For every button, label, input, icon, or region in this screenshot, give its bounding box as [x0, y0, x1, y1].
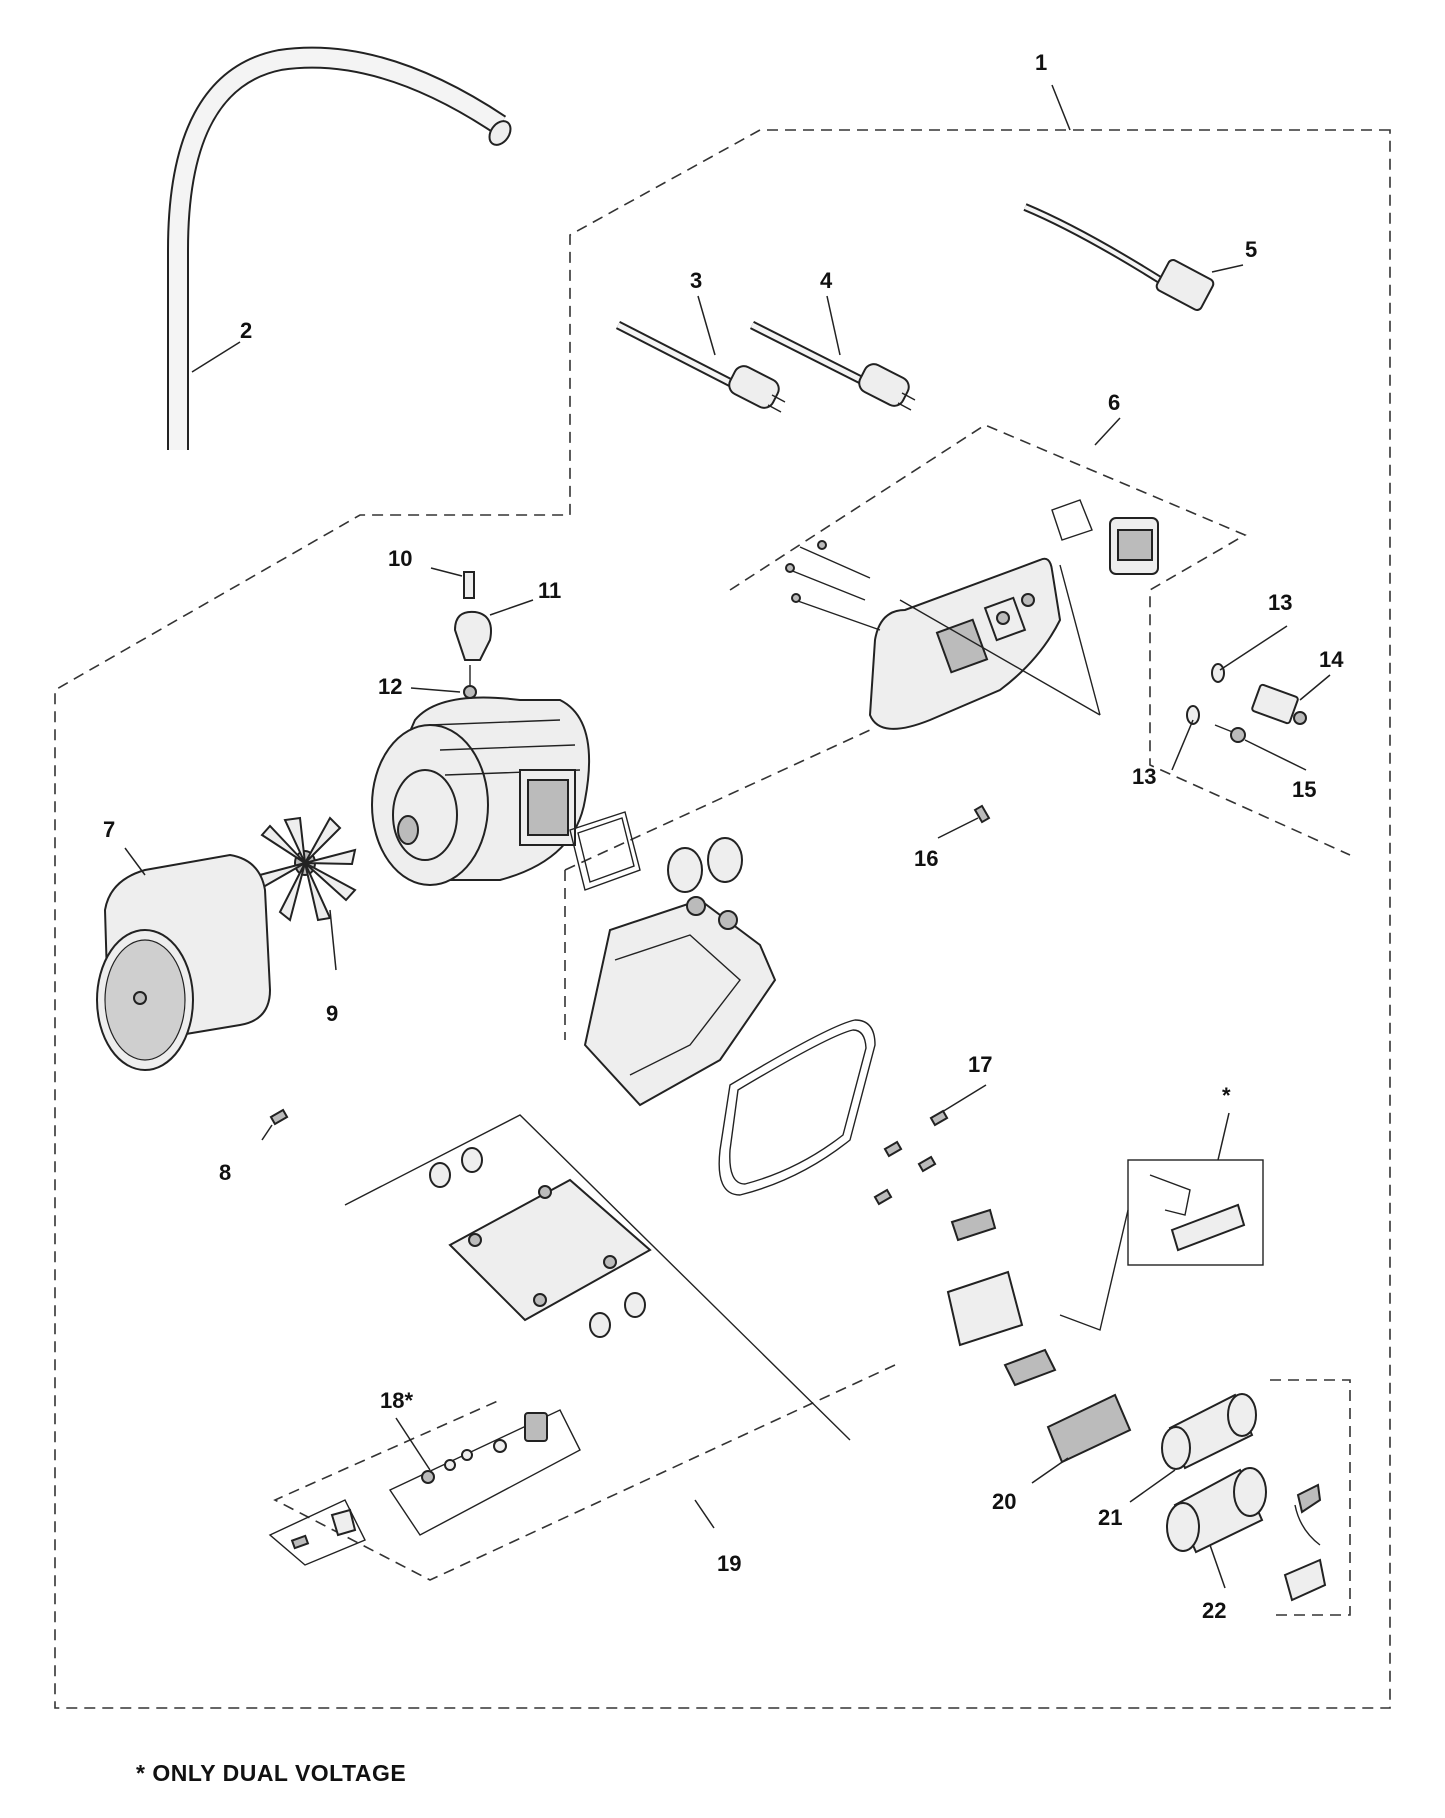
circuit-breaker-part-14	[1251, 683, 1307, 725]
callout-21: 21	[1098, 1505, 1122, 1530]
callout-15: 15	[1292, 777, 1316, 802]
power-cord-part-3	[615, 320, 786, 413]
group-6-boundary	[729, 424, 1351, 856]
fan-cover-part-7	[96, 853, 272, 1071]
callout-10: 10	[388, 546, 412, 571]
callout-9: 9	[326, 1001, 338, 1026]
callout-3: 3	[690, 268, 702, 293]
callout-11: 11	[538, 578, 561, 603]
callout-4: 4	[820, 268, 833, 293]
screw-part-16	[973, 804, 991, 824]
callout-16: 16	[914, 846, 938, 871]
cable-glands	[667, 837, 743, 893]
callout-20: 20	[992, 1489, 1016, 1514]
power-cord-part-4	[749, 320, 916, 411]
terminal-box	[583, 896, 777, 1107]
nut-part-12	[463, 685, 477, 699]
callout-13-upper: 13	[1268, 590, 1292, 615]
callout-7: 7	[103, 817, 115, 842]
gasket-large	[718, 1019, 876, 1196]
callout-2: 2	[240, 318, 252, 343]
switch-box-screws	[785, 540, 827, 603]
callout-8: 8	[219, 1160, 231, 1185]
callout-22: 22	[1202, 1598, 1226, 1623]
cord-connector-part-5	[1023, 203, 1215, 311]
leader-lines	[124, 84, 1331, 1589]
callout-1: 1	[1035, 50, 1047, 75]
capacitor-part-20	[1046, 1393, 1132, 1464]
hose-part-2	[167, 46, 512, 450]
terminal-pieces	[946, 1208, 1057, 1387]
cord-clamp-part-11	[453, 610, 492, 690]
footnote-dual-voltage: * ONLY DUAL VOLTAGE	[136, 1760, 407, 1786]
group-caps-boundary	[1270, 1379, 1351, 1616]
callout-14: 14	[1319, 647, 1344, 672]
callout-18: 18*	[380, 1388, 413, 1413]
switch-box-part-6	[789, 499, 1159, 730]
capacitor-clips	[1283, 1483, 1327, 1602]
capacitor-part-22	[1166, 1467, 1267, 1554]
callout-6: 6	[1108, 390, 1120, 415]
callout-19: 19	[717, 1551, 741, 1576]
bolt-part-10	[463, 571, 475, 599]
cooling-fan-part-9	[254, 816, 357, 922]
callout-13-lower: 13	[1132, 764, 1156, 789]
reset-button-part-15	[1214, 724, 1246, 743]
capacitor-part-21	[1161, 1393, 1257, 1470]
gasket-small	[569, 811, 641, 891]
switch-kit-part-18	[268, 1409, 581, 1566]
screws-part-17	[873, 1109, 949, 1206]
callout-star: *	[1222, 1083, 1231, 1108]
screw-part-8	[269, 1108, 289, 1126]
callout-12: 12	[378, 674, 402, 699]
group-19-boundary	[273, 729, 896, 1581]
motor-body	[371, 696, 591, 886]
dual-voltage-inset	[1059, 1159, 1264, 1331]
mounting-plate	[344, 1114, 851, 1441]
washer-part-13	[1186, 663, 1225, 725]
assembly-1-boundary	[54, 129, 1391, 1709]
callout-5: 5	[1245, 237, 1257, 262]
callout-17: 17	[968, 1052, 992, 1077]
